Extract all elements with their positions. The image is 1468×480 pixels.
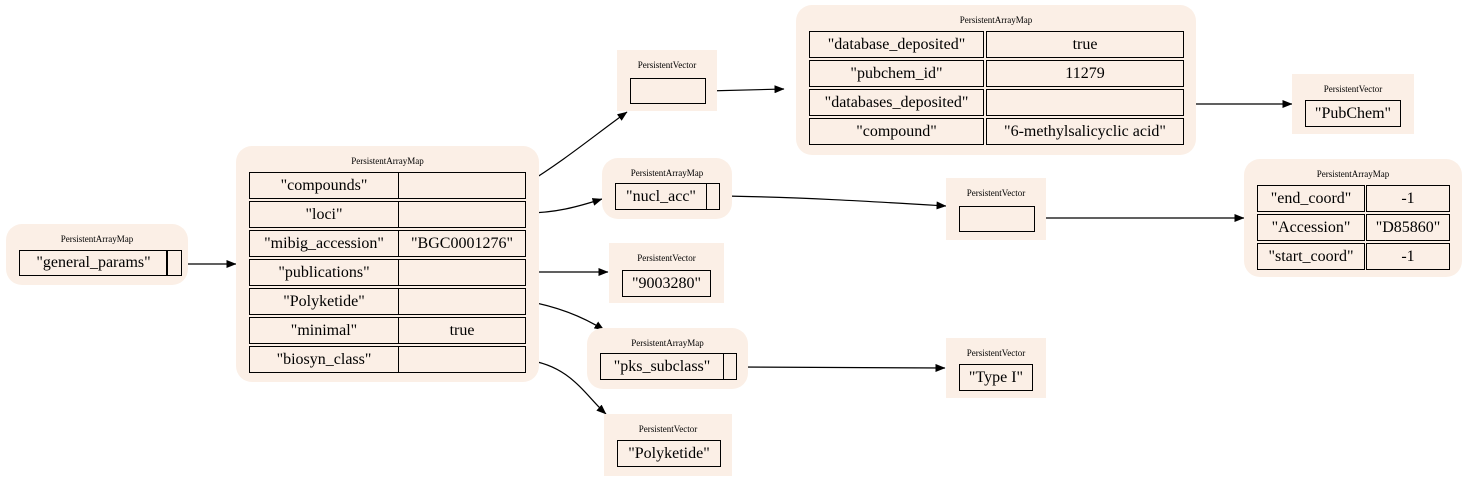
node-type-label: PersistentArrayMap — [630, 168, 704, 178]
edge-nucl-to-vector — [719, 195, 947, 210]
node-type-label: PersistentVector — [637, 253, 696, 263]
node-type-label: PersistentVector — [638, 424, 698, 434]
value-cell — [398, 346, 526, 373]
key-cell: "mibig_accession" — [249, 230, 399, 257]
key-cell: "biosyn_class" — [249, 346, 399, 373]
vector-item: "Polyketide" — [617, 440, 721, 467]
key-cell: "Polyketide" — [249, 288, 399, 315]
node-type-label: PersistentVector — [637, 60, 697, 70]
value-cell: 11279 — [986, 60, 1184, 87]
edge-pks-to-type — [736, 363, 946, 372]
root-map-node: PersistentArrayMap "general_params" — [6, 224, 188, 285]
vector-item-port — [959, 206, 1035, 232]
key-cell: "database_deposited" — [809, 31, 984, 58]
key-cell: "start_coord" — [1257, 243, 1365, 270]
node-type-label: PersistentVector — [966, 188, 1026, 198]
compounds-vector-node: PersistentVector — [617, 50, 717, 111]
loci-map-node: PersistentArrayMap "nucl_acc" — [602, 158, 732, 219]
key-cell: "databases_deposited" — [809, 89, 984, 116]
node-type-label: PersistentVector — [966, 348, 1026, 358]
node-type-label: PersistentArrayMap — [1316, 169, 1390, 179]
value-port — [723, 353, 737, 380]
value-port — [706, 183, 720, 210]
polyketide-vector-node: PersistentVector "Polyketide" — [604, 414, 732, 476]
value-cell: -1 — [1366, 185, 1450, 212]
key-cell: "pubchem_id" — [809, 60, 984, 87]
key-cell: "compounds" — [249, 172, 399, 199]
value-cell: "6-methylsalicyclic acid" — [986, 118, 1184, 145]
vector-item: "9003280" — [622, 270, 711, 297]
value-cell — [398, 288, 526, 315]
value-cell — [986, 89, 1184, 116]
key-general-params: "general_params" — [19, 250, 168, 276]
key-pks-subclass: "pks_subclass" — [600, 353, 724, 380]
node-type-label: PersistentVector — [1323, 84, 1383, 94]
value-cell: "BGC0001276" — [398, 230, 526, 257]
value-cell: true — [986, 31, 1184, 58]
value-port — [166, 250, 182, 276]
key-cell: "end_coord" — [1257, 185, 1365, 212]
publications-vector-node: PersistentVector "9003280" — [609, 243, 724, 303]
node-type-label: PersistentArrayMap — [959, 15, 1033, 25]
general-params-map-node: PersistentArrayMap "compounds" "loci" "m… — [236, 146, 539, 382]
vector-item: "Type I" — [959, 364, 1033, 391]
value-cell: "D85860" — [1366, 214, 1450, 241]
key-cell: "Accession" — [1257, 214, 1365, 241]
type-vector-node: PersistentVector "Type I" — [946, 338, 1046, 398]
value-cell — [398, 259, 526, 286]
edge-compounds-vector-to-map — [705, 85, 785, 94]
key-cell: "compound" — [809, 118, 984, 145]
accession-map-node: PersistentArrayMap "end_coord" -1 "Acces… — [1244, 159, 1462, 277]
pubchem-vector-node: PersistentVector "PubChem" — [1292, 74, 1414, 134]
nucl-acc-vector-node: PersistentVector — [946, 178, 1046, 240]
key-cell: "publications" — [249, 259, 399, 286]
key-cell: "minimal" — [249, 317, 399, 344]
vector-item: "PubChem" — [1305, 100, 1401, 127]
value-cell — [398, 172, 526, 199]
node-type-label: PersistentArrayMap — [351, 156, 424, 166]
value-cell — [398, 201, 526, 228]
compound-map-node: PersistentArrayMap "database_deposited" … — [796, 5, 1196, 155]
node-type-label: PersistentArrayMap — [60, 234, 134, 244]
key-nucl-acc: "nucl_acc" — [615, 183, 707, 210]
pks-subclass-map-node: PersistentArrayMap "pks_subclass" — [587, 328, 748, 389]
value-cell: true — [398, 317, 526, 344]
value-cell: -1 — [1366, 243, 1450, 270]
key-cell: "loci" — [249, 201, 399, 228]
vector-item-port — [630, 78, 706, 104]
node-type-label: PersistentArrayMap — [631, 338, 704, 348]
